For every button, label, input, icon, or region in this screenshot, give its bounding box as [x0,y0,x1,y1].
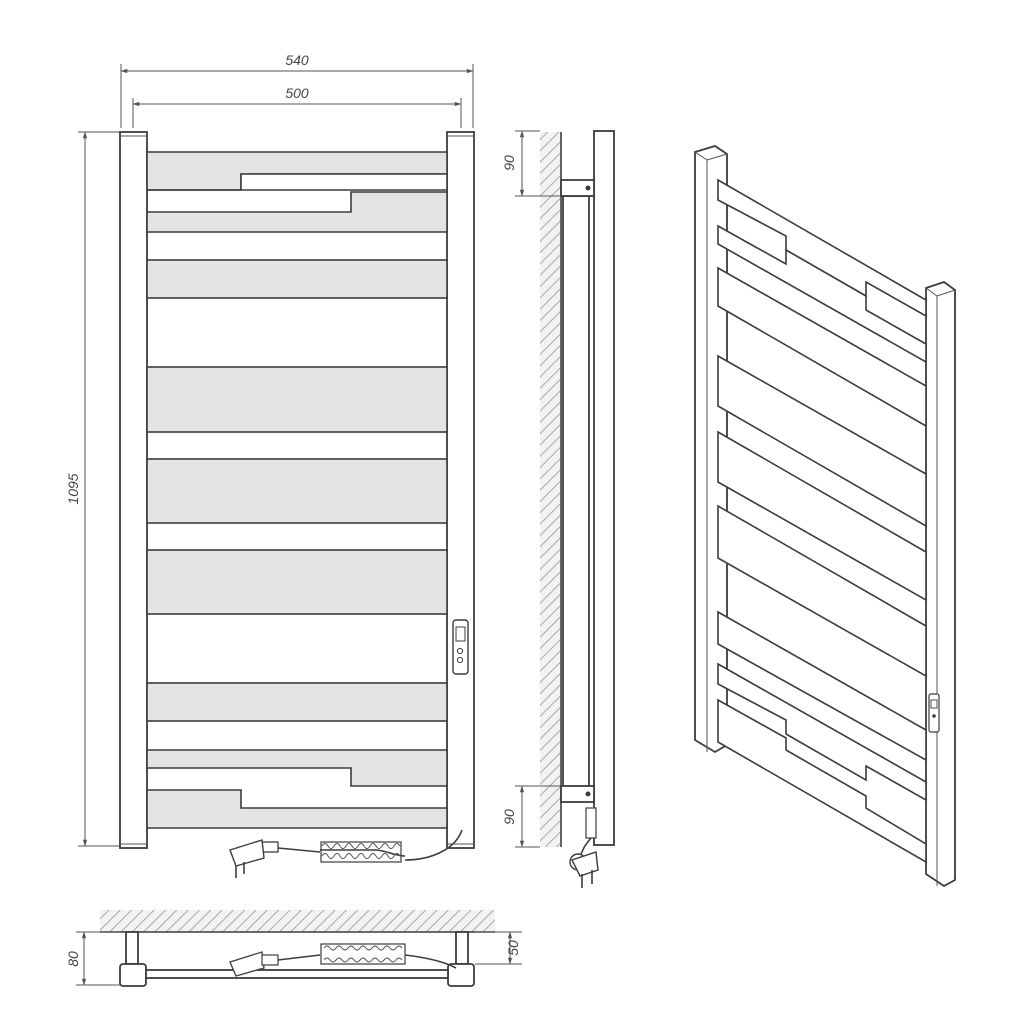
iso-panels [717,178,927,864]
panel-3 [146,259,448,299]
side-view: 90 90 [501,130,615,888]
wall-offset-top-label: 90 [501,155,517,171]
dimension-wall-offset-top: 90 [501,130,560,197]
dimension-inner-width: 500 [132,85,462,128]
panel-7 [146,682,448,722]
depth-total-label: 80 [65,951,81,967]
side-plug [569,807,599,888]
iso-controller [928,693,940,733]
panel-step-bottom-b [146,789,448,829]
height-label: 1095 [65,473,81,504]
dimension-wall-offset-bottom: 90 [501,785,560,848]
panel-step-second [146,191,448,233]
panel-6 [146,549,448,615]
panel-4 [146,366,448,433]
front-panels [146,151,448,829]
wall-offset-bottom-label: 90 [501,809,517,825]
depth-wall-label: 50 [505,940,521,956]
panel-5 [146,458,448,524]
dimension-overall-width: 540 [120,52,474,128]
top-view: 80 50 [65,910,522,987]
top-bracket-left [125,931,139,965]
side-panel-edge [562,195,590,789]
power-cable-plug [229,829,463,878]
wall-section [540,132,560,847]
top-bracket [560,179,595,197]
front-view: 540 500 1095 [65,52,475,878]
isometric-view [694,145,956,888]
top-wall-section [100,910,495,932]
inner-width-label: 500 [285,85,309,101]
panel-step-bottom-a [146,749,448,787]
dimension-depth-total: 80 [65,931,120,986]
top-panel-edge [145,969,449,979]
bottom-bracket [560,785,595,803]
overall-width-label: 540 [285,52,309,68]
thermostat-controller [452,619,469,675]
side-rail [593,130,615,846]
dimension-depth-wall: 50 [475,931,522,965]
iso-right-post [925,280,956,888]
top-bracket-right [455,931,469,965]
top-post-right [447,963,475,987]
top-post-left [119,963,147,987]
dimension-height: 1095 [65,131,120,847]
right-rail [446,131,475,849]
left-rail [119,131,148,849]
panel-step-gap [147,173,448,191]
top-plug-cable [229,943,457,977]
coiled-cord [320,841,402,863]
